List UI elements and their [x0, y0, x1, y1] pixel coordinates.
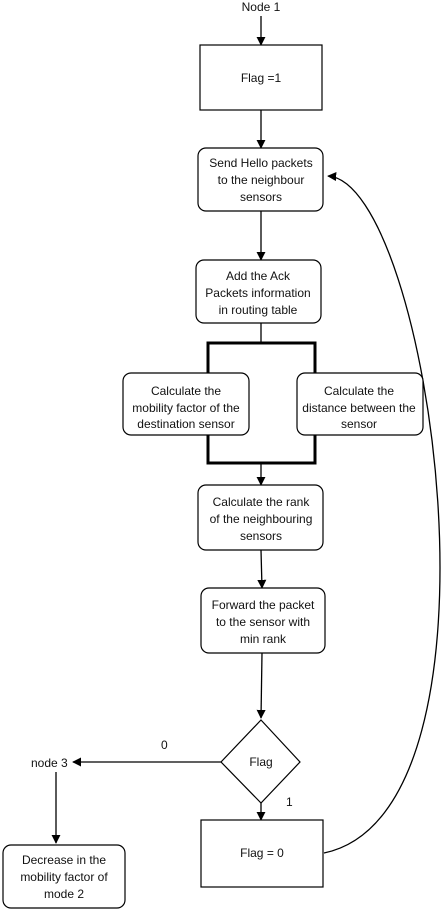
calc-distance-line-3: sensor — [341, 417, 377, 431]
merge-bar — [206, 435, 317, 465]
add-ack-line-3: in routing table — [219, 303, 298, 317]
calc-rank-box: Calculate the rank of the neighbouring s… — [197, 484, 324, 551]
send-hello-line-1: Send Hello packets — [209, 156, 312, 170]
arrow-rank-to-forward — [257, 549, 267, 589]
calc-distance-line-1: Calculate the — [324, 384, 394, 398]
arrow-forward-to-decision — [256, 652, 266, 719]
calc-distance-line-2: distance between the — [302, 401, 416, 415]
calc-mobility-line-1: Calculate the — [151, 384, 221, 398]
flag-set-text: Flag =1 — [241, 71, 282, 85]
forward-packet-line-3: min rank — [240, 632, 287, 646]
forward-packet-line-1: Forward the packet — [212, 598, 315, 612]
calc-rank-line-1: Calculate the rank — [213, 495, 311, 509]
flag-reset-text: Flag = 0 — [240, 846, 284, 860]
decision-diamond: Flag — [220, 719, 301, 804]
send-hello-line-3: sensors — [240, 190, 282, 204]
send-hello-line-2: to the neighbour — [218, 173, 305, 187]
node3-label: node 3 — [31, 756, 68, 770]
calc-distance-box: Calculate the distance between the senso… — [296, 372, 424, 436]
calc-mobility-line-3: destination sensor — [137, 417, 234, 431]
add-ack-box: Add the Ack Packets information in routi… — [195, 259, 322, 324]
split-bar — [206, 341, 317, 373]
decrease-mobility-line-2: mobility factor of — [20, 870, 108, 884]
send-hello-box: Send Hello packets to the neighbour sens… — [197, 147, 324, 212]
calc-mobility-box: Calculate the mobility factor of the des… — [122, 372, 250, 436]
loop-back-arrow — [323, 171, 441, 854]
flag-reset-box: Flag = 0 — [200, 819, 324, 888]
forward-packet-box: Forward the packet to the sensor with mi… — [200, 587, 326, 654]
decision-text: Flag — [249, 755, 272, 769]
decrease-mobility-box: Decrease in the mobility factor of mode … — [2, 844, 126, 909]
add-ack-line-2: Packets information — [205, 286, 310, 300]
branch-one-label: 1 — [286, 795, 293, 809]
start-label: Node 1 — [242, 0, 281, 14]
add-ack-line-1: Add the Ack — [226, 269, 291, 283]
calc-mobility-line-2: mobility factor of the — [132, 401, 240, 415]
calc-rank-line-3: sensors — [240, 529, 282, 543]
flag-set-box: Flag =1 — [199, 44, 323, 111]
calc-rank-line-2: of the neighbouring — [210, 512, 313, 526]
decrease-mobility-line-3: mode 2 — [44, 887, 84, 901]
forward-packet-line-2: to the sensor with — [216, 615, 310, 629]
branch-zero-label: 0 — [161, 738, 168, 752]
decrease-mobility-line-1: Decrease in the — [22, 853, 106, 867]
